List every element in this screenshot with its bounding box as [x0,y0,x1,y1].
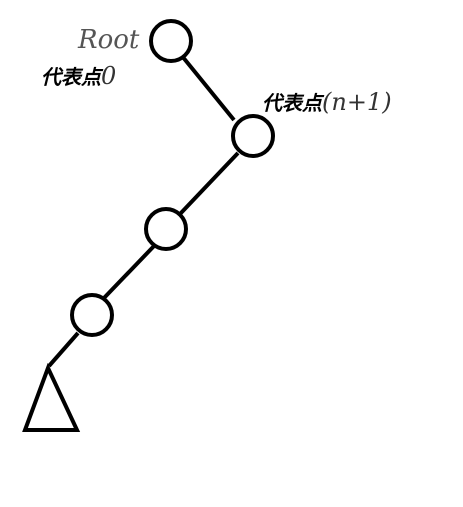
lower-node [70,293,114,337]
edge-node2-to-node3 [102,244,156,300]
intermediate-node [144,207,188,251]
root-label: Root [78,25,140,55]
edge-node1-to-node2 [178,151,240,216]
representative-n-plus-1-prefix: 代表点 [262,91,322,115]
representative-n-plus-1-label: 代表点(n+1) [262,90,392,114]
representative-node-n-plus-1 [231,114,275,158]
representative-0-label: 代表点0 [41,64,116,88]
edge-node3-to-subtree [47,331,80,368]
edge-root-to-node1 [180,54,236,122]
representative-n-plus-1-suffix: (n+1) [322,88,392,116]
representative-0-suffix: 0 [101,62,117,90]
subtree-triangle [22,362,81,432]
root-node [149,19,193,63]
representative-0-prefix: 代表点 [41,65,101,89]
